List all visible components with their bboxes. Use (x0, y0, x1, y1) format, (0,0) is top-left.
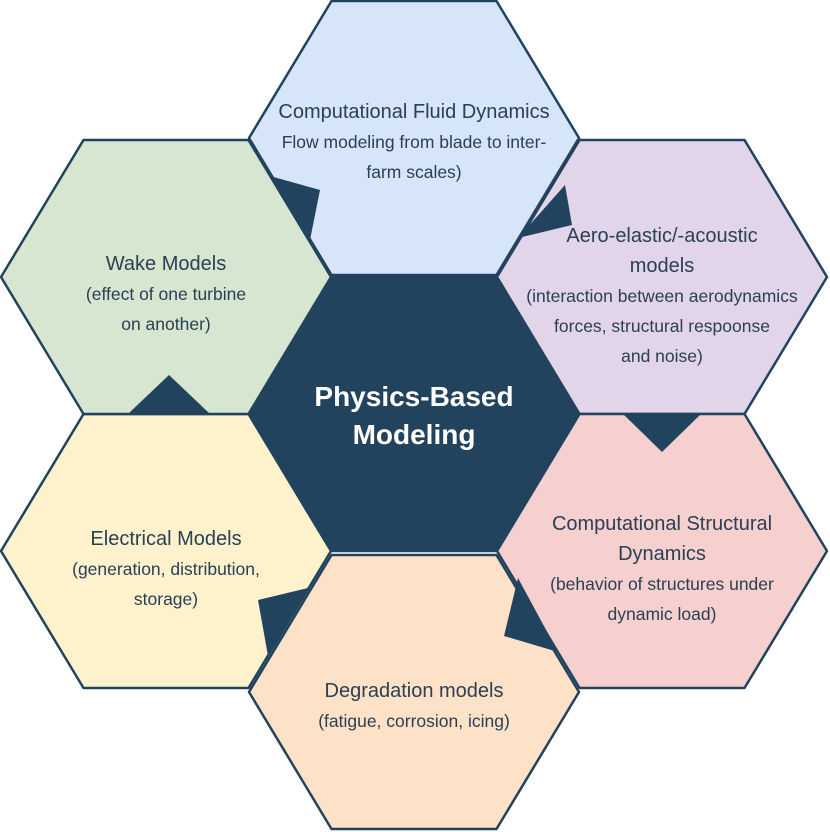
electrical-title-line: Electrical Models (90, 528, 241, 550)
center-title-line: Modeling (353, 419, 476, 450)
aero-title-line: Aero-elastic/-acoustic (566, 225, 757, 247)
electrical-description-line: (generation, distribution, (72, 559, 260, 579)
csd-title-line: Dynamics (618, 543, 706, 565)
arrow-degradation-to-electrical (258, 588, 308, 656)
wake-description-line: on another) (121, 314, 211, 334)
hexagon-center (247, 275, 581, 553)
arrow-csd-to-degradation (504, 578, 558, 652)
hexagon-cfd (247, 0, 581, 277)
arrow-electrical-to-wake (129, 375, 209, 413)
cfd-title-line: Computational Fluid Dynamics (278, 101, 549, 123)
wake-title-line: Wake Models (106, 253, 226, 275)
cfd-description-line: Flow modeling from blade to inter- (282, 132, 547, 152)
aero-description-line: (interaction between aerodynamics (526, 286, 798, 306)
arrow-aero-to-csd (622, 413, 702, 452)
connector-arrow-layer (129, 176, 702, 656)
aero-description-line: forces, structural respoonse (554, 316, 770, 336)
degradation-description-line: (fatigue, corrosion, icing) (318, 711, 510, 731)
arrow-wake-to-cfd (270, 176, 320, 240)
aero-title-line: models (630, 255, 694, 277)
csd-description-line: dynamic load) (608, 604, 717, 624)
aero-description-line: and noise) (621, 346, 703, 366)
cfd-description-line: farm scales) (366, 162, 461, 182)
degradation-title-line: Degradation models (325, 680, 504, 702)
center-title-line: Physics-Based (314, 381, 513, 412)
hexagon-degradation (247, 553, 581, 831)
csd-title-line: Computational Structural (552, 513, 772, 535)
arrow-cfd-to-aero (518, 185, 572, 238)
csd-description-line: (behavior of structures under (550, 574, 774, 594)
wake-description-line: (effect of one turbine (86, 284, 246, 304)
electrical-description-line: storage) (134, 589, 198, 609)
